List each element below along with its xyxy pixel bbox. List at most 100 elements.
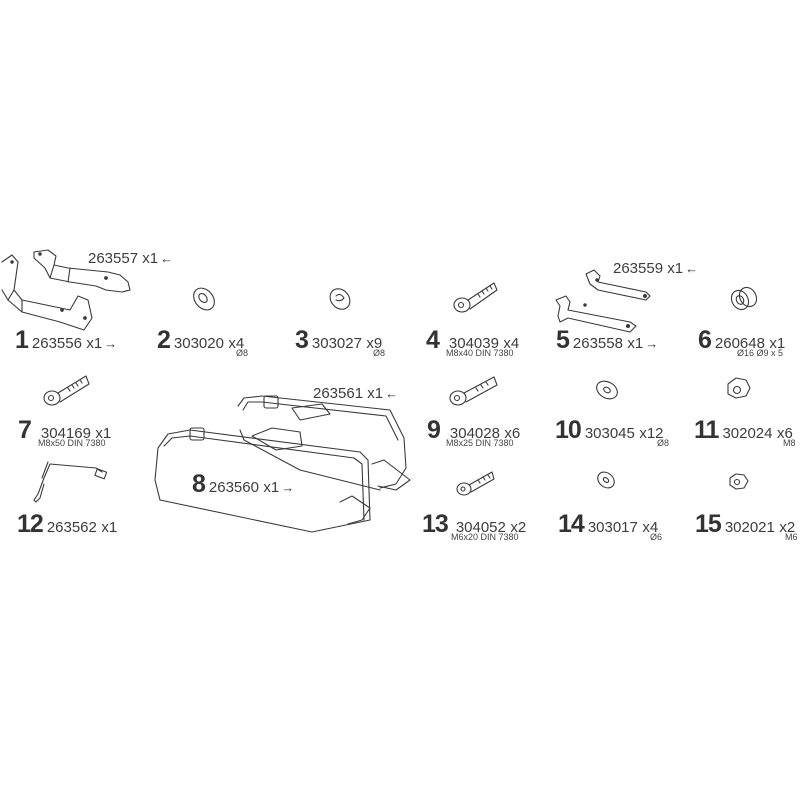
part-code: 263556 xyxy=(31,335,82,352)
part-code: 263557 xyxy=(88,250,139,267)
mirror-label-263557: 263557 x1← xyxy=(88,251,173,266)
part-qty: x6 xyxy=(776,425,793,442)
support-rod-icon xyxy=(33,461,108,503)
bolt-m8x25-icon xyxy=(449,376,498,406)
strut-bracket-icon xyxy=(555,295,637,333)
part-code: 303027 xyxy=(311,335,362,352)
part-code: 304039 xyxy=(448,335,499,352)
part-index: 11 xyxy=(694,416,719,444)
part-code: 303017 xyxy=(587,519,638,536)
part-spec-4: M8x40 DIN 7380 xyxy=(446,348,514,358)
part-qty: x4 xyxy=(503,335,520,352)
flat-washer-icon xyxy=(193,287,215,311)
arrow-left-icon: ← xyxy=(385,386,399,401)
part-index: 2 xyxy=(157,326,171,354)
part-qty: x1 xyxy=(627,335,644,352)
part-code: 303020 xyxy=(173,335,224,352)
part-qty: x2 xyxy=(510,519,527,536)
lock-nut-m8-icon xyxy=(727,377,751,399)
spacer-icon xyxy=(730,286,758,311)
part-index: 15 xyxy=(695,510,722,538)
part-code: 263561 xyxy=(313,385,364,402)
part-label-13: 13 304052 x2 xyxy=(422,512,526,537)
part-index: 6 xyxy=(698,326,712,354)
part-qty: x12 xyxy=(639,425,664,442)
part-index: 9 xyxy=(427,416,441,444)
washer-m6-icon xyxy=(597,471,615,489)
bolt-m8x50-icon xyxy=(43,375,90,406)
part-code: 302021 xyxy=(724,519,775,536)
part-code: 303045 xyxy=(584,425,635,442)
part-label-9: 9 304028 x6 xyxy=(427,418,520,443)
part-index: 13 xyxy=(422,510,449,538)
part-index: 14 xyxy=(558,510,585,538)
part-code: 263560 xyxy=(208,479,259,496)
part-index: 5 xyxy=(556,326,570,354)
part-code: 263562 xyxy=(46,519,97,536)
part-code: 263559 xyxy=(613,260,664,277)
part-index: 12 xyxy=(17,510,44,538)
spring-washer-icon xyxy=(329,288,351,310)
part-qty: x6 xyxy=(504,425,521,442)
part-qty: x1 xyxy=(263,479,280,496)
washer-large-icon xyxy=(596,380,618,400)
part-label-4: 4 304039 x4 xyxy=(426,328,519,353)
mirror-label-263561: 263561 x1← xyxy=(313,386,398,401)
part-index: 10 xyxy=(555,416,582,444)
part-spec-3: Ø8 xyxy=(373,348,386,358)
part-spec-7: M8x50 DIN 7380 xyxy=(38,438,106,448)
part-spec-2: Ø8 xyxy=(236,348,249,358)
arrow-right-icon: → xyxy=(645,336,659,351)
mirror-label-263559: 263559 x1← xyxy=(613,261,698,276)
part-index: 7 xyxy=(18,416,32,444)
part-spec-6: Ø16 Ø9 x 5 xyxy=(737,348,784,358)
part-spec-9: M8x25 DIN 7380 xyxy=(446,438,514,448)
part-index: 4 xyxy=(426,326,440,354)
part-qty: x1 xyxy=(101,519,118,536)
part-index: 3 xyxy=(295,326,309,354)
part-code: 304052 xyxy=(455,519,506,536)
strut-bracket-mirror-icon xyxy=(585,269,651,301)
arrow-right-icon: → xyxy=(104,336,118,351)
bracket-left-icon xyxy=(33,249,131,293)
part-index: 1 xyxy=(15,326,29,354)
part-spec-13: M6x20 DIN 7380 xyxy=(451,532,519,542)
bracket-right-icon xyxy=(1,254,93,331)
side-frame-icon xyxy=(154,427,371,533)
part-code: 304028 xyxy=(449,425,500,442)
part-qty: x1 xyxy=(95,425,112,442)
part-qty: x1 xyxy=(367,385,384,402)
part-spec-11: M8 xyxy=(783,438,796,448)
lock-nut-m6-icon xyxy=(729,473,749,490)
arrow-left-icon: ← xyxy=(160,251,174,266)
part-qty: x4 xyxy=(642,519,659,536)
part-qty: x1 xyxy=(142,250,159,267)
part-index: 8 xyxy=(192,470,206,498)
bolt-m6x20-icon xyxy=(456,471,495,496)
part-label-7: 7 304169 x1 xyxy=(18,418,111,443)
arrow-right-icon: → xyxy=(281,480,295,495)
side-frame-mirror-icon xyxy=(237,395,411,491)
part-spec-14: Ø6 xyxy=(650,532,663,542)
part-code: 260648 xyxy=(714,335,765,352)
part-code: 302024 xyxy=(722,425,773,442)
part-spec-15: M6 xyxy=(785,532,798,542)
part-code: 304169 xyxy=(40,425,91,442)
part-qty: x1 xyxy=(769,335,786,352)
part-code: 263558 xyxy=(572,335,623,352)
arrow-left-icon: ← xyxy=(685,261,699,276)
part-qty: x4 xyxy=(228,335,245,352)
part-qty: x1 xyxy=(667,260,684,277)
part-spec-10: Ø8 xyxy=(657,438,670,448)
part-qty: x2 xyxy=(779,519,796,536)
